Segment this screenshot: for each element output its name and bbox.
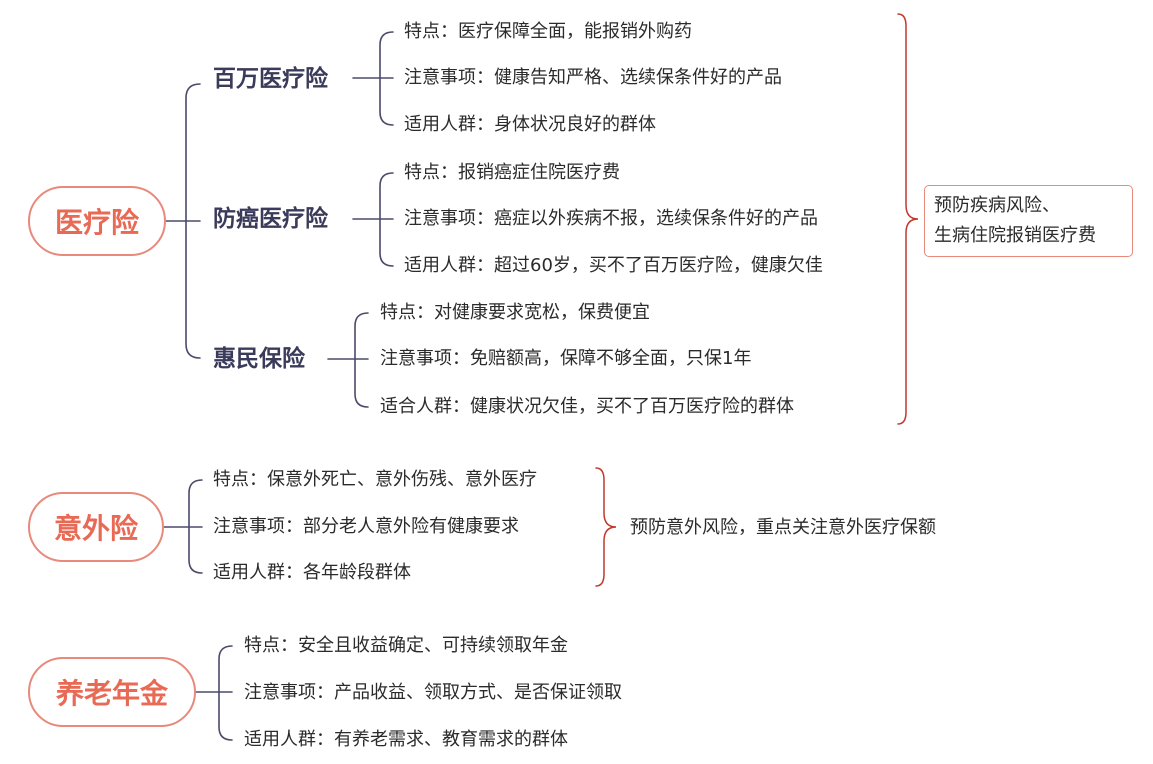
branch-huimin-insurance: 惠民保险 <box>213 346 305 372</box>
leaf-huimin-feature: 特点：对健康要求宽松，保费便宜 <box>380 302 650 323</box>
root-medical-label: 医疗险 <box>54 206 139 239</box>
leaf-huimin-notes: 注意事项：免赔额高，保障不够全面，只保1年 <box>380 348 752 369</box>
connector-branch-3 <box>327 312 369 408</box>
connector-pension <box>195 645 233 741</box>
branch-cancer-medical: 防癌医疗险 <box>213 206 328 232</box>
leaf-million-notes: 注意事项：健康告知严格、选续保条件好的产品 <box>404 67 782 88</box>
leaf-accident-audience: 适用人群：各年龄段群体 <box>213 562 411 583</box>
root-pension: 养老年金 <box>28 657 196 727</box>
root-medical: 医疗险 <box>28 186 166 256</box>
leaf-million-audience: 适用人群：身体状况良好的群体 <box>404 114 656 135</box>
connector-branch-1 <box>352 31 394 126</box>
connector-branch-2 <box>352 172 394 267</box>
connector-medical <box>164 83 201 359</box>
brace-accident <box>595 467 617 587</box>
leaf-cancer-audience: 适用人群：超过60岁，买不了百万医疗险，健康欠佳 <box>404 255 823 276</box>
connector-accident <box>163 479 203 574</box>
branch-million-medical: 百万医疗险 <box>213 66 328 92</box>
root-accident: 意外险 <box>28 492 164 562</box>
summary-medical: 预防疾病风险、 生病住院报销医疗费 <box>924 185 1133 257</box>
leaf-pension-audience: 适用人群：有养老需求、教育需求的群体 <box>244 729 568 750</box>
leaf-cancer-feature: 特点：报销癌症住院医疗费 <box>404 162 620 183</box>
root-accident-label: 意外险 <box>53 512 138 545</box>
summary-accident: 预防意外风险，重点关注意外医疗保额 <box>630 517 936 538</box>
root-pension-label: 养老年金 <box>55 677 168 710</box>
brace-medical <box>897 13 919 425</box>
leaf-million-feature: 特点：医疗保障全面，能报销外购药 <box>404 21 692 42</box>
summary-medical-line1: 预防疾病风险、 <box>934 195 1060 216</box>
leaf-accident-notes: 注意事项：部分老人意外险有健康要求 <box>213 516 519 537</box>
leaf-huimin-audience: 适合人群：健康状况欠佳，买不了百万医疗险的群体 <box>380 396 794 417</box>
leaf-pension-notes: 注意事项：产品收益、领取方式、是否保证领取 <box>244 682 622 703</box>
summary-medical-line2: 生病住院报销医疗费 <box>934 225 1096 246</box>
leaf-pension-feature: 特点：安全且收益确定、可持续领取年金 <box>244 635 568 656</box>
leaf-cancer-notes: 注意事项：癌症以外疾病不报，选续保条件好的产品 <box>404 208 818 229</box>
leaf-accident-feature: 特点：保意外死亡、意外伤残、意外医疗 <box>213 469 537 490</box>
